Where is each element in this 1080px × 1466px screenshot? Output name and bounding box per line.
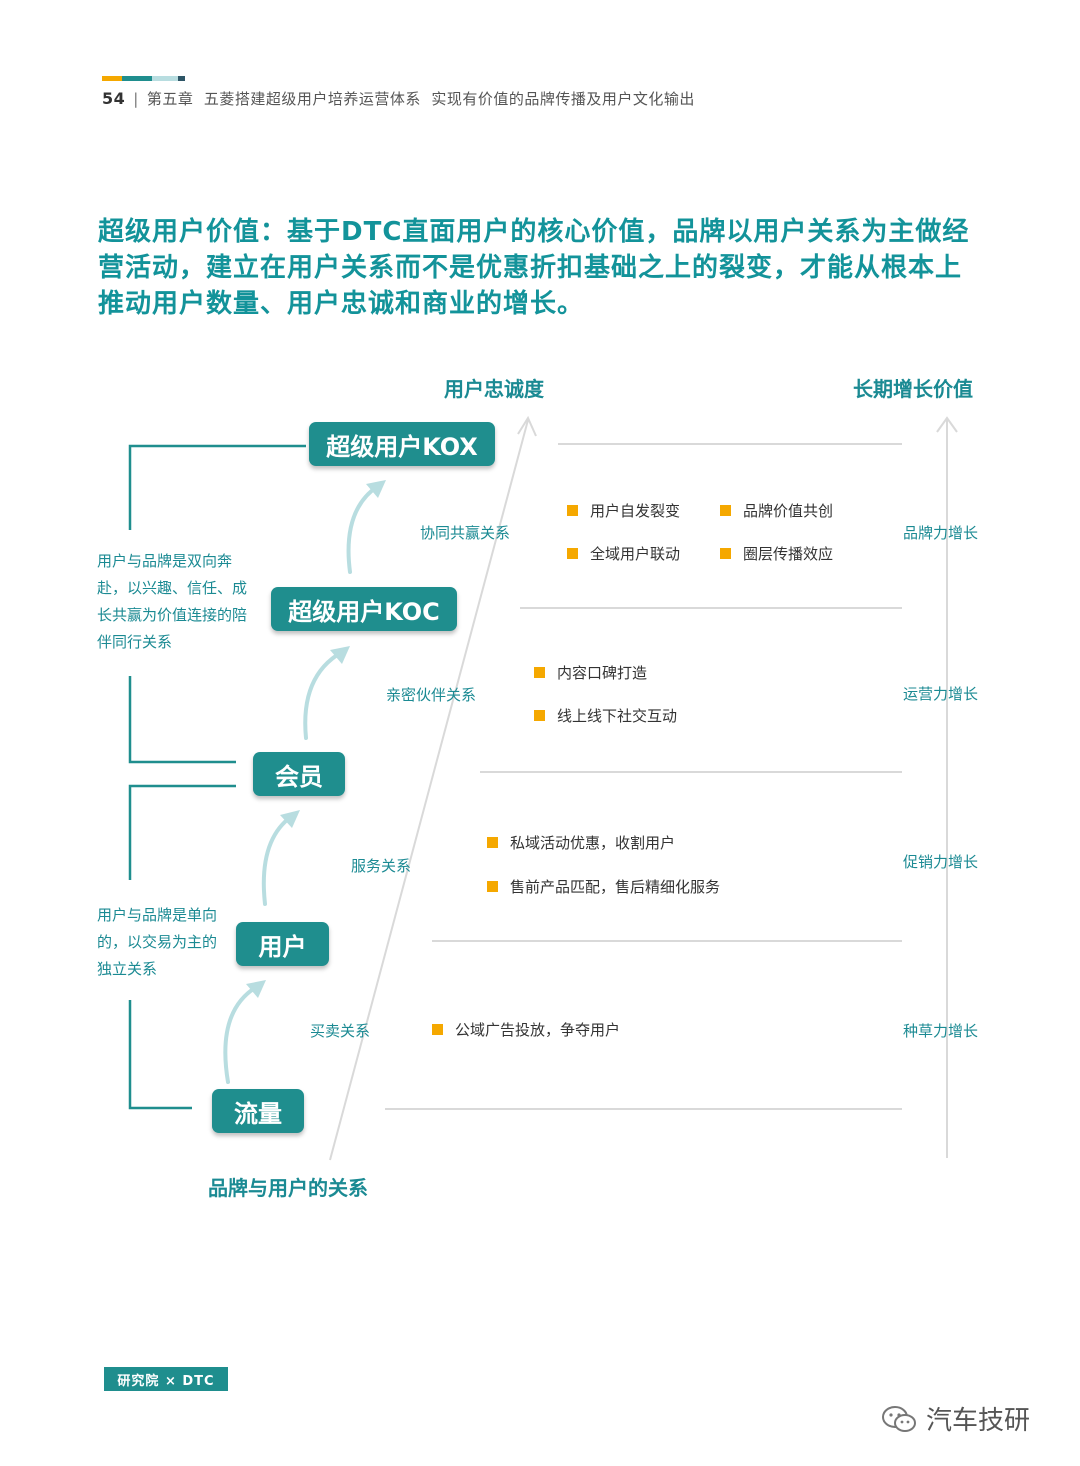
stage-kox: 超级用户KOX: [309, 422, 495, 466]
growth-label-seeding: 种草力增长: [903, 1022, 979, 1040]
header-bar-yellow: [102, 76, 122, 81]
axis-growth-title: 长期增长价值: [853, 377, 973, 401]
stage-traffic: 流量: [212, 1089, 304, 1133]
bullet-item: 全域用户联动: [567, 543, 680, 564]
growth-label-operation: 运营力增长: [903, 685, 979, 703]
watermark-text: 汽车技研: [926, 1406, 1031, 1436]
chapter-label: 第五章: [146, 90, 194, 108]
bullet-item: 售前产品匹配，售后精细化服务: [487, 876, 720, 897]
page-number: 54: [102, 89, 126, 108]
intro-paragraph: 超级用户价值：基于DTC直面用户的核心价值，品牌以用户关系为主做经营活动，建立在…: [98, 217, 970, 319]
stage-user: 用户: [236, 922, 329, 966]
header-bar-teal: [122, 76, 152, 81]
relation-label-partner: 亲密伙伴关系: [386, 686, 477, 704]
watermark: 汽车技研: [880, 1400, 1030, 1437]
relation-label-trade: 买卖关系: [310, 1022, 371, 1040]
bullet-item: 线上线下社交互动: [534, 705, 677, 726]
relation-label-service: 服务关系: [351, 857, 412, 875]
wechat-icon: [882, 1405, 916, 1432]
chapter-title: 五菱搭建超级用户培养运营体系 实现有价值的品牌传播及用户文化输出: [203, 90, 695, 108]
axis-relation-title: 品牌与用户的关系: [208, 1176, 368, 1200]
growth-label-brand: 品牌力增长: [903, 524, 979, 542]
stage-koc: 超级用户KOC: [271, 587, 457, 631]
bullet-item: 圈层传播效应: [720, 543, 833, 564]
growth-label-promotion: 促销力增长: [903, 853, 979, 871]
axis-loyalty-title: 用户忠诚度: [444, 377, 544, 401]
bullet-item: 用户自发裂变: [567, 500, 680, 521]
header-bar-light: [152, 76, 178, 81]
bullet-item: 品牌价值共创: [720, 500, 833, 521]
bullet-item: 公域广告投放，争夺用户: [432, 1019, 620, 1040]
bullet-item: 内容口碑打造: [534, 662, 647, 683]
bracket-upper-text: 用户与品牌是双向奔赴，以兴趣、信任、成长共赢为价值连接的陪伴同行关系: [97, 552, 248, 651]
page-header: 54|第五章 五菱搭建超级用户培养运营体系 实现有价值的品牌传播及用户文化输出: [102, 89, 695, 108]
header-bar-dark: [178, 76, 185, 81]
bullet-item: 私域活动优惠，收割用户: [487, 832, 675, 853]
stage-member: 会员: [253, 752, 345, 796]
bracket-lower-text: 用户与品牌是单向的，以交易为主的独立关系: [97, 906, 218, 978]
relation-label-cowin: 协同共赢关系: [420, 524, 511, 542]
footer-logo: 研究院 × DTC: [104, 1367, 228, 1391]
